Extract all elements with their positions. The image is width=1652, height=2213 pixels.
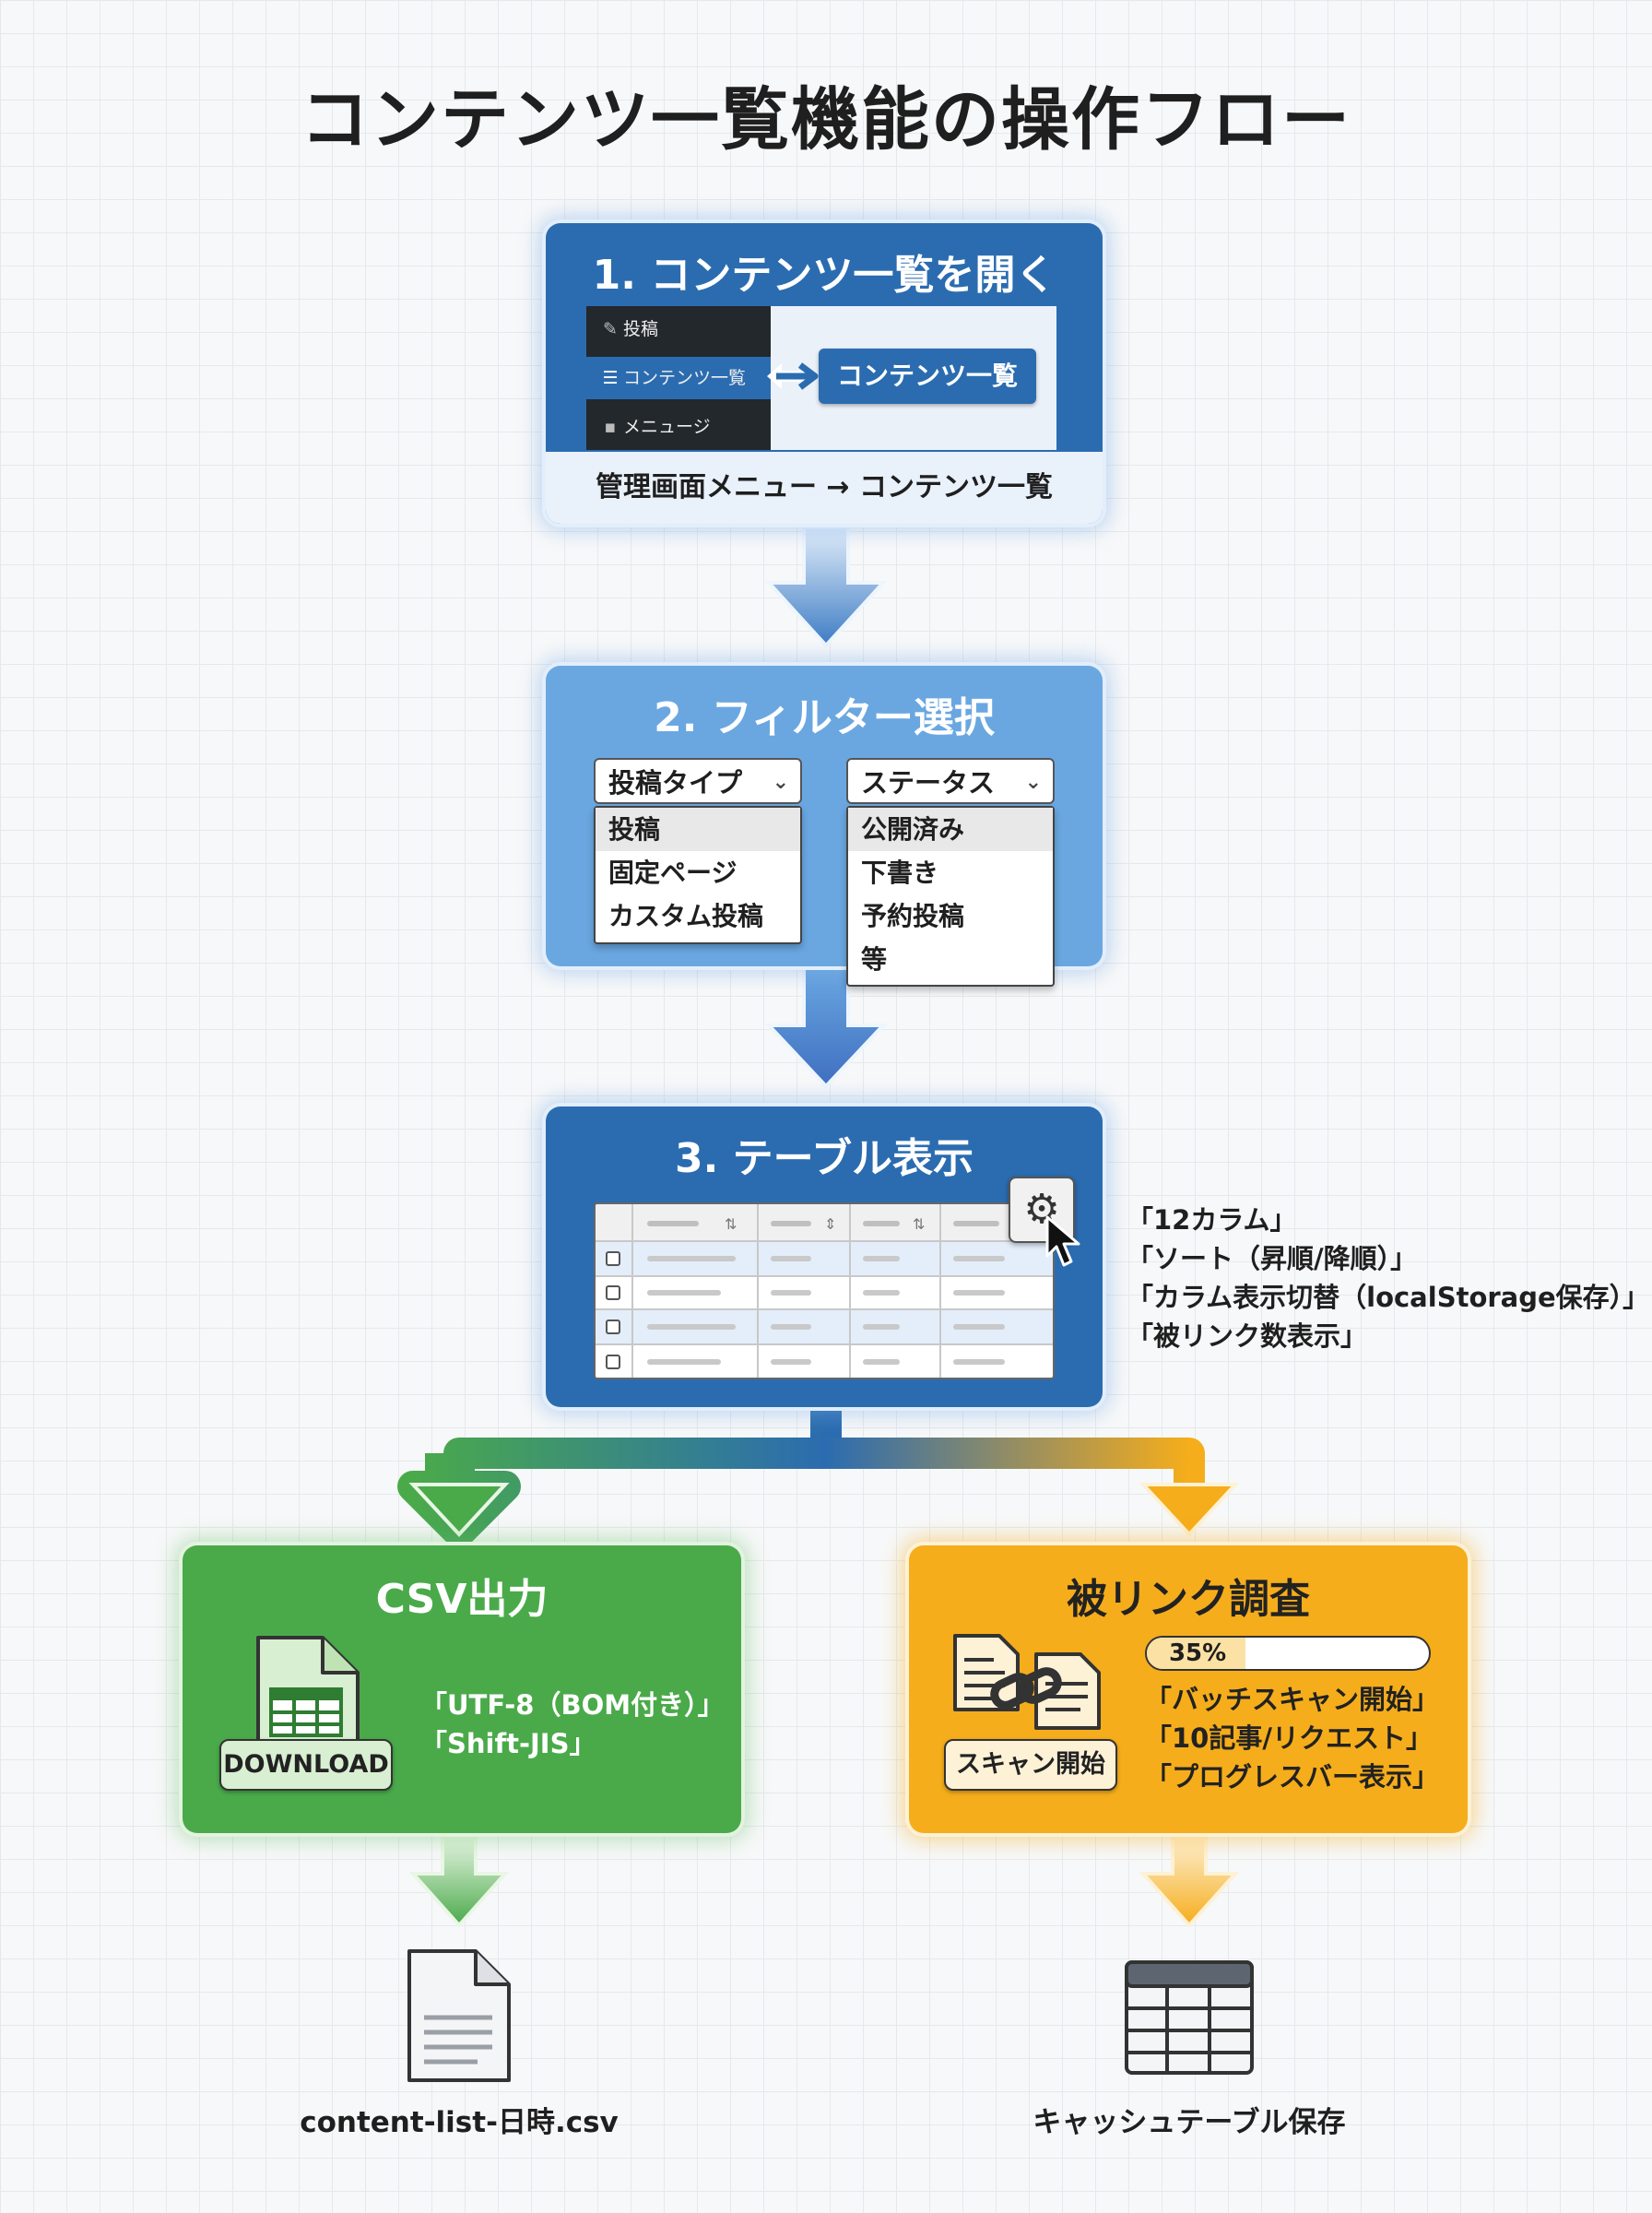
csv-export-box: CSV出力 DOWNLOAD 「UTF-8（BOM付き）」 「Shift-JIS…: [183, 1545, 741, 1833]
cache-table-icon: [1125, 1960, 1254, 2075]
status-option[interactable]: 等: [861, 944, 888, 975]
pin-icon: ✎: [603, 319, 618, 339]
scan-progress-bar: 35%: [1145, 1636, 1431, 1671]
step1-box: 1. コンテンツ一覧を開く ✎投稿 ☰コンテンツ一覧 ▪メニュージ コンテンツ一…: [546, 223, 1103, 524]
row-checkbox[interactable]: [606, 1251, 620, 1266]
step2-title: 2. フィルター選択: [654, 694, 995, 741]
cursor-icon: [1045, 1215, 1080, 1267]
menu-item-messages[interactable]: ▪メニュージ: [586, 406, 771, 448]
sort-icon[interactable]: ⇕: [824, 1215, 836, 1233]
comment-icon: ▪: [604, 417, 617, 437]
status-option[interactable]: 下書き: [861, 858, 939, 888]
linked-documents-icon: [953, 1634, 1101, 1730]
csv-notes: 「UTF-8（BOM付き）」 「Shift-JIS」: [420, 1686, 725, 1763]
menu-pointer-arrow: [767, 362, 819, 390]
download-button[interactable]: DOWNLOAD: [219, 1739, 393, 1791]
arrow-step1-step2: [764, 526, 888, 648]
post-type-option[interactable]: カスタム投稿: [608, 901, 764, 931]
csv-output-label: content-list-日時.csv: [300, 2106, 619, 2139]
spreadsheet-file-icon: [256, 1636, 360, 1750]
scan-output-label: キャッシュテーブル保存: [1032, 2106, 1346, 2139]
row-checkbox[interactable]: [606, 1320, 620, 1334]
arrow-step3-scan-head: [1139, 1483, 1240, 1537]
feature-note: 「カラム表示切替（localStorage保存）」: [1127, 1282, 1650, 1313]
feature-note: 「ソート（昇順/降順）」: [1127, 1243, 1418, 1274]
scan-notes: 「バッチスキャン開始」 「10記事/リクエスト」 「プログレスバー表示」: [1145, 1680, 1439, 1796]
arrow-step3-scan: [826, 1438, 1205, 1486]
step3-notes: 「12カラム」 「ソート（昇順/降順）」 「カラム表示切替（localStora…: [1127, 1201, 1649, 1355]
status-option[interactable]: 予約投稿: [861, 901, 965, 931]
chevron-down-icon: ⌄: [772, 771, 789, 794]
sort-icon[interactable]: ⇅: [725, 1215, 737, 1233]
step1-footer: 管理画面メニュー → コンテンツ一覧: [546, 452, 1103, 524]
status-dropdown: 公開済み 下書き 予約投稿 等: [846, 806, 1055, 987]
menu-item-posts[interactable]: ✎投稿: [586, 308, 771, 350]
arrow-csv-output: [408, 1835, 510, 1929]
content-list-button[interactable]: コンテンツ一覧: [819, 349, 1036, 404]
scan-note: 「10記事/リクエスト」: [1145, 1722, 1433, 1754]
encoding-note: 「Shift-JIS」: [420, 1728, 596, 1759]
backlink-scan-box: 被リンク調査 スキャン開始 35% 「バッチスキャン開始」 「10記事/リクエス…: [909, 1545, 1468, 1833]
step3-box: 3. テーブル表示 ⇅: [546, 1106, 1103, 1407]
content-table: ⇅ ⇕ ⇅: [594, 1202, 1055, 1379]
progress-fill: [1147, 1638, 1246, 1669]
start-scan-button[interactable]: スキャン開始: [944, 1739, 1117, 1791]
progress-label: 35%: [1168, 1639, 1227, 1667]
step2-box: 2. フィルター選択 投稿タイプ ⌄ 投稿 固定ページ カスタム投稿 ステータス…: [546, 666, 1103, 987]
admin-menu: ✎投稿 ☰コンテンツ一覧 ▪メニュージ: [586, 306, 771, 450]
status-select[interactable]: ステータス ⌄: [846, 758, 1055, 804]
list-icon: ☰: [602, 368, 619, 388]
arrow-step3-csv-head: [408, 1483, 510, 1537]
post-type-option[interactable]: 固定ページ: [608, 858, 738, 888]
post-type-dropdown: 投稿 固定ページ カスタム投稿: [594, 806, 802, 944]
step3-title: 3. テーブル表示: [674, 1135, 974, 1182]
step1-title: 1. コンテンツ一覧を開く: [592, 252, 1056, 299]
scan-title: 被リンク調査: [1067, 1576, 1310, 1623]
arrow-scan-output: [1139, 1835, 1240, 1929]
post-type-option[interactable]: 投稿: [596, 808, 800, 851]
sort-icon[interactable]: ⇅: [913, 1215, 925, 1233]
chevron-down-icon: ⌄: [1024, 771, 1042, 794]
menu-item-content-list[interactable]: ☰コンテンツ一覧: [586, 357, 771, 399]
row-checkbox[interactable]: [606, 1355, 620, 1369]
csv-file-icon: [407, 1949, 511, 2082]
post-type-select[interactable]: 投稿タイプ ⌄: [594, 758, 802, 804]
table-mockup: ⇅ ⇕ ⇅: [596, 1204, 1053, 1378]
csv-title: CSV出力: [375, 1576, 549, 1623]
scan-note: 「バッチスキャン開始」: [1145, 1684, 1440, 1715]
encoding-note: 「UTF-8（BOM付き）」: [420, 1689, 725, 1721]
feature-note: 「12カラム」: [1127, 1204, 1297, 1236]
status-option[interactable]: 公開済み: [848, 808, 1053, 851]
feature-note: 「被リンク数表示」: [1127, 1320, 1368, 1352]
row-checkbox[interactable]: [606, 1285, 620, 1300]
page-title: コンテンツ一覧機能の操作フロー: [301, 80, 1351, 160]
scan-note: 「プログレスバー表示」: [1145, 1761, 1440, 1793]
